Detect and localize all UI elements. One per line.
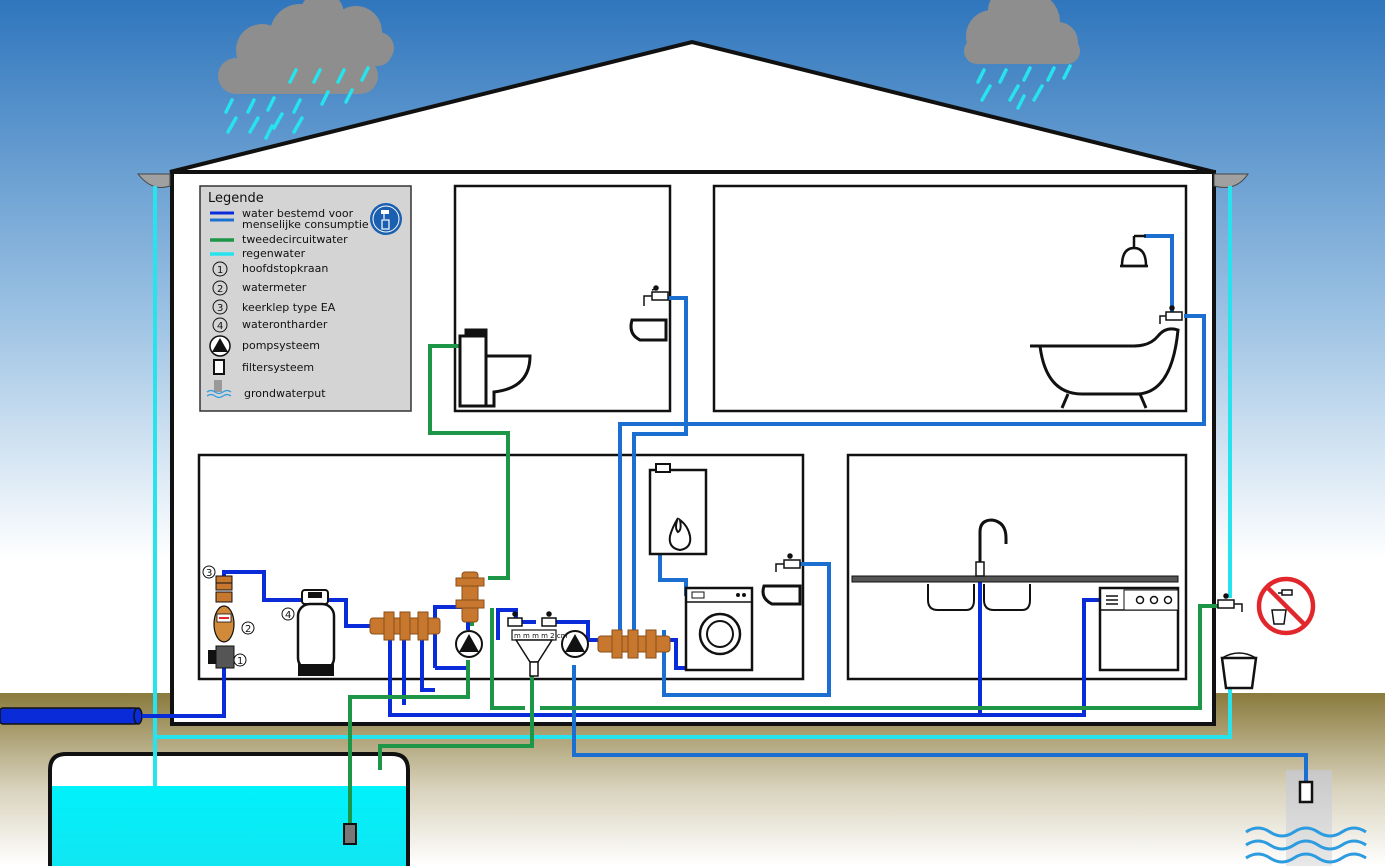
no-drinking-sign-icon: [1256, 576, 1316, 636]
pump-icon: [209, 335, 231, 357]
bathtub-icon: [1030, 327, 1180, 409]
softener-icon: [296, 589, 336, 676]
faucet-icon: [1217, 593, 1243, 612]
label-num-1: 1: [237, 656, 243, 667]
legend-waterontharder: waterontharder: [242, 318, 328, 331]
legend-watermeter: watermeter: [242, 281, 307, 294]
check-valve-icon: [215, 575, 233, 591]
label-num-3: 3: [206, 568, 212, 579]
manifold-icon: [597, 629, 671, 659]
manifold-icon: [369, 611, 441, 641]
number-labels: 1 2 3 4: [202, 565, 295, 667]
kitchen-counter: [851, 575, 1179, 611]
faucet-icon: [1159, 305, 1183, 324]
filter-icon: [1298, 780, 1314, 804]
legend-num-4: 4: [217, 321, 223, 332]
faucet-icon: [541, 611, 557, 627]
label-num-4: 4: [285, 610, 291, 621]
water-meter-icon: [213, 591, 235, 643]
legend-num-1: 1: [217, 265, 223, 276]
manifold-icon: [455, 571, 485, 623]
faucet-icon: [507, 611, 523, 627]
legend-num-3: 3: [217, 303, 223, 314]
rain-cloud-icon: [218, 0, 394, 140]
label-num-2: 2: [245, 624, 251, 635]
legend-drinking-label-1: water bestemd voor: [242, 207, 354, 220]
dishwasher-icon: [1098, 586, 1180, 672]
pump-icon: [561, 630, 589, 658]
legend-drinking-label-2: menselijke consumptie: [242, 218, 369, 231]
main-supply-pipe: [0, 707, 143, 725]
stopcock-icon: [208, 645, 235, 669]
rainwater-pipes: [153, 186, 1232, 786]
filter-funnel-icon: m m m m 2 cm: [511, 629, 568, 677]
legend-num-2: 2: [217, 284, 223, 295]
kitchen-faucet-icon: [975, 518, 1008, 577]
faucet-icon: [643, 285, 669, 306]
drinking-water-alt-pipes: [572, 234, 1308, 790]
legend-keerklep: keerklep type EA: [242, 301, 336, 314]
legend-pompsysteem: pompsysteem: [242, 339, 320, 352]
legend-grondwaterput: grondwaterput: [244, 387, 326, 400]
faucet-icon: [775, 553, 801, 572]
toilet-icon: [458, 328, 532, 408]
sink-icon: [761, 584, 802, 606]
filter-icon: [213, 359, 225, 375]
meter-scale-label: m m m m 2 cm: [514, 632, 568, 640]
boiler-icon: [648, 463, 708, 556]
legend-hoofdstopkraan: hoofdstopkraan: [242, 262, 328, 275]
drinking-water-sign-icon: [370, 203, 402, 235]
bucket-icon: [1220, 652, 1258, 690]
washing-machine-icon: [684, 586, 754, 672]
legend: Legende water bestemd voor menselijke co…: [199, 185, 412, 412]
shower-icon: [1120, 234, 1148, 268]
legend-filtersysteem: filtersysteem: [242, 361, 314, 374]
legend-rainwater-label: regenwater: [242, 247, 306, 260]
drinking-water-pipes: [142, 570, 1102, 718]
well-icon: [206, 380, 232, 399]
pump-icon: [455, 630, 483, 658]
legend-title: Legende: [208, 191, 264, 206]
rain-cloud-icon: [964, 0, 1080, 110]
sink-icon: [629, 318, 668, 342]
rainwater-tank: [48, 752, 410, 866]
legend-second-circuit-label: tweedecircuitwater: [242, 233, 348, 246]
filter-icon: [343, 823, 357, 845]
flame-icon: [668, 517, 692, 552]
second-circuit-pipes: [348, 344, 1218, 826]
